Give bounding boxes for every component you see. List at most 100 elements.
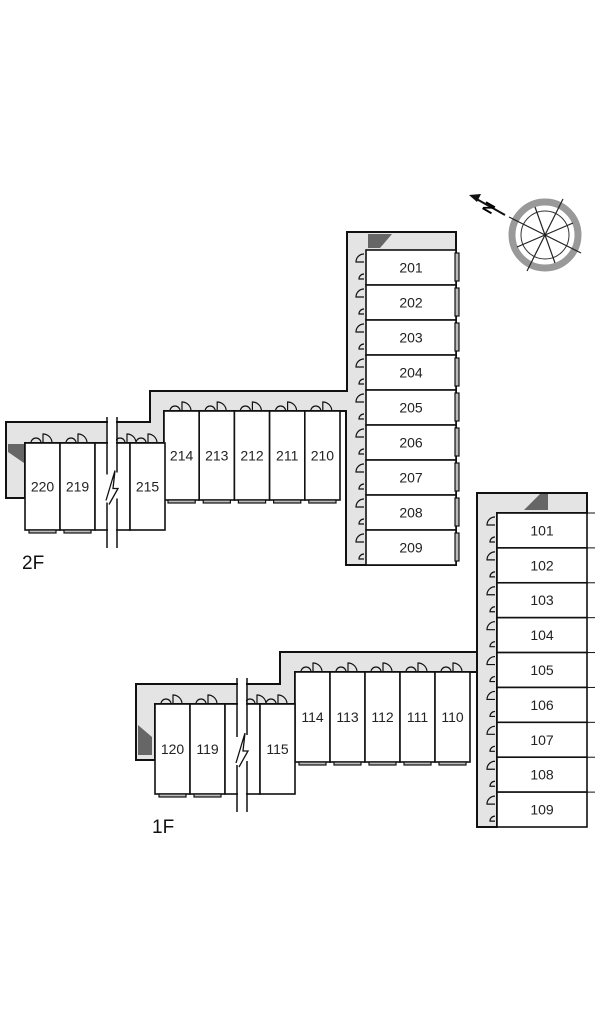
window [193,793,222,798]
unit-number: 102 [530,557,554,573]
unit-number: 114 [301,709,324,725]
unit-number: 212 [240,448,264,464]
unit-106: 106 [496,686,588,724]
unit-outline [496,686,588,724]
unit-207: 207 [365,459,457,496]
unit-outline [365,494,457,531]
unit-214: 214 [163,410,201,501]
door-icon [310,401,333,412]
unit-number: 119 [196,741,219,757]
break-line [106,417,118,548]
window [454,252,460,282]
unit-number: 208 [399,505,423,521]
unit-206: 206 [365,424,457,461]
door-icon [486,516,496,543]
window [454,497,460,527]
unit-number: 101 [530,522,554,538]
unit-number: 206 [399,435,423,451]
door-icon [355,288,365,315]
door-icon [275,401,298,412]
unit-number: 210 [311,448,335,464]
unit-number: 110 [441,709,464,725]
stairs-2f-top [368,234,392,248]
window [403,761,432,766]
unit-number: 108 [530,767,554,783]
unit-number: 213 [205,448,229,464]
door-icon [355,253,365,280]
door-icon [355,428,365,455]
unit-204: 204 [365,354,457,391]
window [454,287,460,317]
window [438,761,467,766]
window [368,761,397,766]
window [298,761,327,766]
unit-outline [364,671,401,763]
unit-number: 105 [530,662,554,678]
door-icon [160,694,183,705]
compass-ring [508,198,582,272]
unit-108: 108 [496,756,588,793]
door-icon [169,401,192,412]
unit-111: 111 [399,671,436,763]
unit-outline [496,791,588,828]
door-icon [335,662,358,673]
door-icon [30,433,53,444]
door-icon [486,621,496,648]
unit-101: 101 [496,512,588,549]
unit-number: 219 [66,479,90,495]
unit-number: 205 [399,400,423,416]
unit-212: 212 [233,410,271,501]
door-icon [239,401,262,412]
unit-105: 105 [496,651,588,689]
compass-star-icon [508,198,582,272]
unit-208: 208 [365,494,457,531]
unit-102: 102 [496,547,588,584]
window [63,529,92,534]
window [167,499,196,504]
unit-number: 107 [530,732,554,748]
door-icon [440,662,463,673]
door-icon [65,433,88,444]
unit-213: 213 [198,410,236,501]
door-icon [486,795,496,822]
unit-215: 215 [129,442,166,531]
unit-210: 210 [303,410,341,501]
stairs-2f-left [8,444,24,463]
unit-109: 109 [496,791,588,828]
window [273,499,302,504]
unit-outline [365,249,457,286]
door-icon [486,760,496,787]
door-icon [486,690,496,718]
door-icon [195,694,218,705]
break-symbol-icon [105,470,120,505]
north-arrow-icon [472,196,506,216]
unit-number: 220 [31,479,55,495]
unit-number: 106 [530,697,554,713]
unit-115: 115 [259,703,296,795]
stairs-1f-left [138,725,152,755]
unit-120: 120 [154,703,191,795]
window [454,462,460,492]
unit-220: 220 [24,442,61,531]
unit-119: 119 [189,703,226,795]
unit-number: 203 [399,330,423,346]
window [333,761,362,766]
window [237,499,267,504]
unit-211: 211 [268,410,306,501]
window [158,793,187,798]
unit-number: 103 [530,592,554,608]
door-icon [370,662,393,673]
unit-number: 104 [530,627,554,643]
compass: N [469,194,582,272]
unit-number: 214 [170,448,194,464]
unit-205: 205 [365,389,457,426]
unit-outline [496,756,588,793]
door-icon [300,662,323,673]
unit-outline [329,671,366,763]
unit-104: 104 [496,616,588,654]
door-icon [355,323,365,350]
window [454,322,460,352]
unit-number: 115 [266,741,289,757]
